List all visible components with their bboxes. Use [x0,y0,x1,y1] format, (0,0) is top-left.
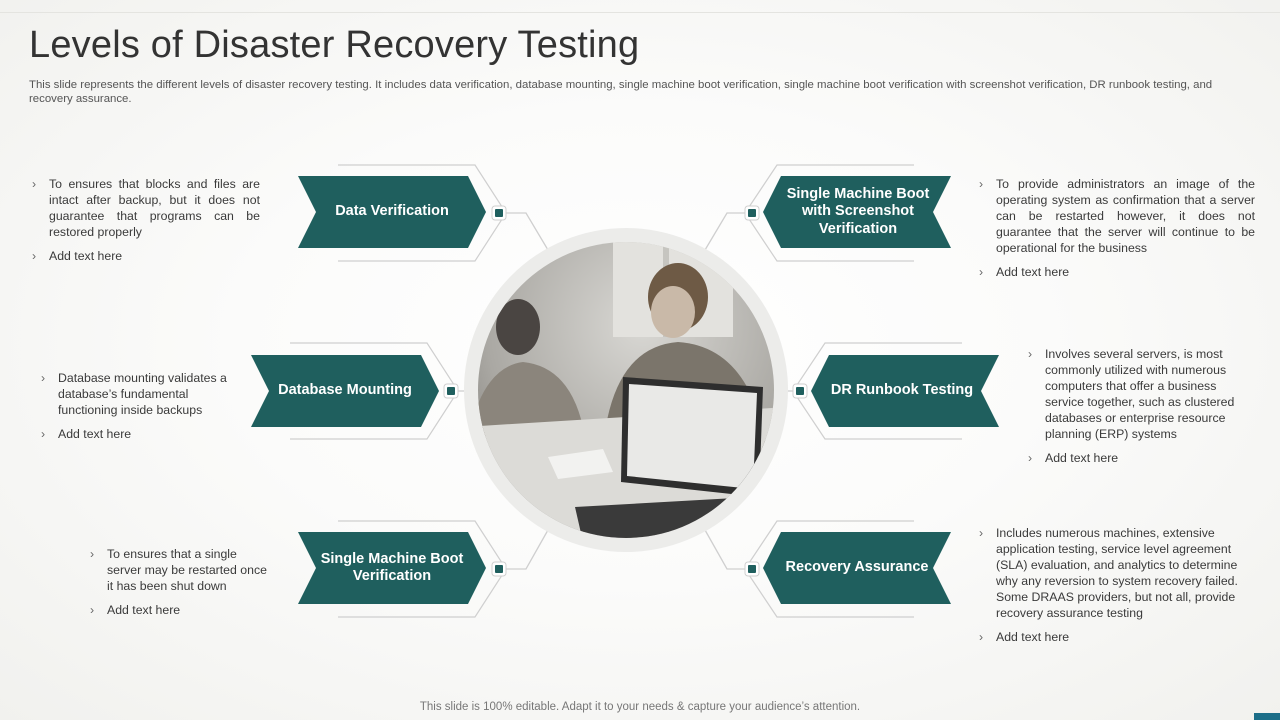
node-dr-runbook [792,383,808,399]
banner-screenshot-verification: Single Machine Boot with Screenshot Veri… [786,185,930,237]
node-data-verification [491,205,507,221]
banner-single-machine-boot-verification: Single Machine Boot Verification [320,550,464,585]
connector-data-verification [506,212,549,251]
description-screenshot-verification: To provide administrators an image of th… [977,176,1255,288]
footer-note: This slide is 100% editable. Adapt it to… [419,701,861,713]
banner-shape-data-verification [298,176,486,248]
banner-dr-runbook-testing: DR Runbook Testing [830,382,974,399]
bullet-item: Add text here [977,629,1257,645]
description-data-verification: To ensures that blocks and files are int… [30,176,260,272]
top-divider-line [0,12,1280,13]
connector-recovery-assurance [704,529,745,570]
description-dr-runbook: Involves several servers, is most common… [1026,346,1251,474]
banner-shape-dr-runbook [811,355,999,427]
node-database-mounting [443,383,459,399]
node-screenshot-verification [744,205,760,221]
connector-nodes [443,205,808,577]
banner-shape-single-machine-boot [298,532,486,604]
bullet-item: To ensures that blocks and files are int… [30,176,260,240]
bullet-item: Add text here [39,426,234,442]
bullet-item: To ensures that a single server may be r… [88,546,273,594]
bullet-item: Add text here [1026,450,1251,466]
description-database-mounting: Database mounting validates a database’s… [39,370,234,450]
bullet-item: Includes numerous machines, extensive ap… [977,525,1257,621]
connector-lines [458,212,793,570]
description-recovery-assurance: Includes numerous machines, extensive ap… [977,525,1257,653]
bullet-item: To provide administrators an image of th… [977,176,1255,256]
center-photo [464,228,788,552]
banner-shape-recovery-assurance [763,532,951,604]
description-single-machine-boot: To ensures that a single server may be r… [88,546,273,626]
node-recovery-assurance [744,561,760,577]
banner-shapes [251,176,999,604]
connector-single-machine-boot [506,529,549,570]
banner-database-mounting: Database Mounting [278,382,412,399]
page-subtitle: This slide represents the different leve… [29,79,1213,105]
banner-shape-database-mounting [251,355,439,427]
bullet-item: Add text here [88,602,273,618]
bullet-item: Add text here [30,248,260,264]
banner-shape-screenshot-verification [763,176,951,248]
bullet-item: Database mounting validates a database’s… [39,370,234,418]
bullet-item: Add text here [977,264,1255,280]
page-title: Levels of Disaster Recovery Testing [29,24,640,66]
banner-recovery-assurance: Recovery Assurance [785,559,929,576]
banner-data-verification: Data Verification [335,203,449,220]
node-single-machine-boot [491,561,507,577]
connector-screenshot-verification [704,212,745,251]
corner-accent [1254,713,1280,720]
bullet-item: Involves several servers, is most common… [1026,346,1251,442]
